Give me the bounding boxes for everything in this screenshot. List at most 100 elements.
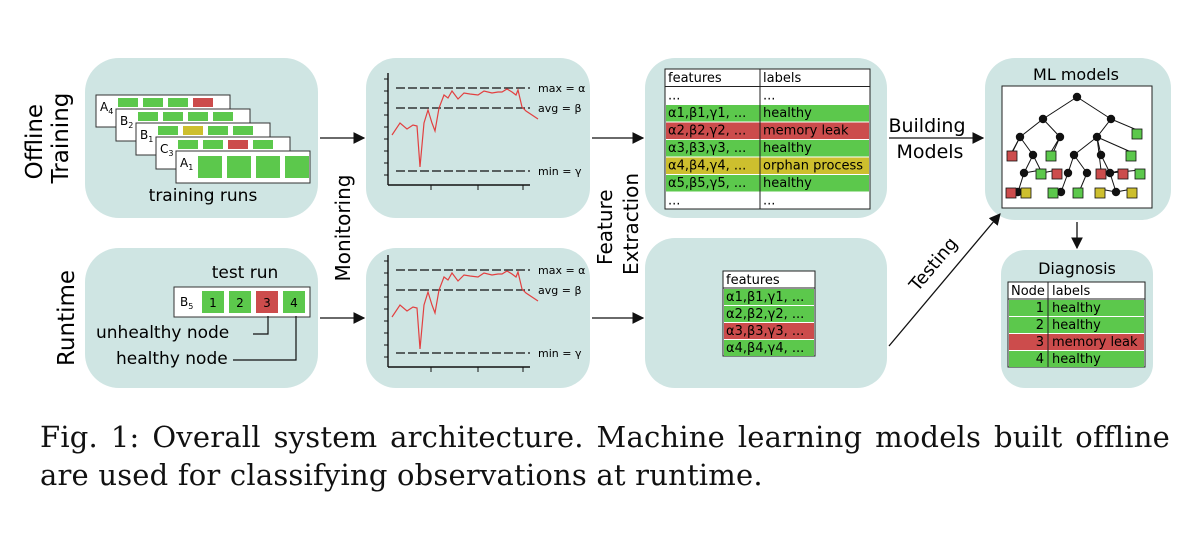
test-node-id: 1 [209,296,217,310]
test-node-id: 4 [290,296,298,310]
test-node-cell [202,291,224,313]
node-cell [193,98,213,107]
figure-caption: Fig. 1: Overall system architecture. Mac… [40,420,1170,492]
tree-node [1105,168,1115,178]
decision-tree [1001,85,1153,209]
feature-cell: α1,β1,γ1, ... [726,290,804,305]
feature-cell: ... [668,194,680,209]
tree-node [1111,187,1121,197]
node-cell [118,98,138,107]
tree-leaf [1072,187,1084,199]
feature-cell: α2,β2,γ2, ... [668,124,746,139]
tree-leaf [1134,168,1146,180]
unhealthy-node-label: unhealthy node [96,323,229,343]
tree-node [1038,114,1048,124]
node-cell [163,112,183,121]
test-node-cell [256,291,278,313]
feature-cell: α4,β4,γ4, ... [668,159,746,174]
tree-leaf [1045,150,1057,162]
arrow-testing [888,213,1001,347]
node-cell [227,156,251,178]
node-cell [143,98,163,107]
monitoring-label: Monitoring [331,175,355,282]
tree-node [1015,132,1025,142]
table-row [1009,317,1144,333]
test-run-title: test run [212,263,279,283]
node-cell [178,140,198,149]
offline-training-label: Offline Training [22,93,74,185]
node-cell: 2 [1036,318,1044,333]
node-cell: 3 [1036,335,1044,350]
tree-leaf [1117,168,1129,180]
healthy-node-label: healthy node [116,349,228,369]
label-cell: memory leak [763,124,849,139]
table-row [666,122,869,139]
tree-node [1063,168,1073,178]
node-cell [213,112,233,121]
feature-cell: α4,β4,γ4, ... [726,341,804,356]
building-models-label: Building Models [888,115,971,163]
max-line-label: max = α [538,82,585,95]
node-cell [158,126,178,135]
tree-node [1092,132,1102,142]
tree-node [1055,132,1065,142]
tree-leaf [1125,150,1137,162]
feature-cell: ... [668,89,680,104]
node-cell [183,126,203,135]
table-row [724,306,814,322]
avg-line-label: avg = β [538,102,581,115]
tree-leaf [1020,187,1032,199]
table-row [666,105,869,122]
tree-leaf [1047,187,1059,199]
tree-node [1082,168,1092,178]
diagnosis-title: Diagnosis [1038,259,1116,278]
node-cell [256,156,280,178]
label-cell: healthy [763,176,812,191]
avg-line-label: avg = β [538,284,581,297]
healthy-node-pointer [233,316,297,361]
tree-node [1072,92,1082,102]
table-row [1009,351,1144,367]
tree-leaf [1005,187,1017,199]
tree-node [1069,150,1079,160]
node-cell [285,156,309,178]
tree-leaf [1035,168,1047,180]
label-cell: healthy [763,141,812,156]
node-cell: 4 [1036,352,1044,367]
min-line-label: min = γ [538,347,582,360]
table-row [724,323,814,339]
test-node-cell [229,291,251,313]
test-node-cell [283,291,305,313]
node-cell [228,140,248,149]
unhealthy-node-pointer [253,316,269,335]
test-run-panel [85,248,318,388]
tree-leaf [1095,168,1107,180]
label-cell: healthy [1052,318,1101,333]
max-line-label: max = α [538,264,585,277]
tree-leaf [1131,128,1143,140]
node-cell [233,126,253,135]
tree-node [1056,187,1066,197]
label-cell: memory leak [1052,335,1138,350]
table-row [724,289,814,305]
table-row [666,140,869,157]
label-cell: ... [763,89,775,104]
table-header: Node [1011,284,1045,299]
table-row [724,340,814,356]
table-row [1009,300,1144,316]
tree-node [1019,168,1029,178]
node-cell [203,140,223,149]
node-cell [138,112,158,121]
tree-leaf [1006,150,1018,162]
tree-leaf [1051,168,1063,180]
tree-node [1096,150,1106,160]
feature-cell: α1,β1,γ1, ... [668,106,746,121]
runtime-label: Runtime [54,270,80,366]
label-cell: healthy [1052,352,1101,367]
